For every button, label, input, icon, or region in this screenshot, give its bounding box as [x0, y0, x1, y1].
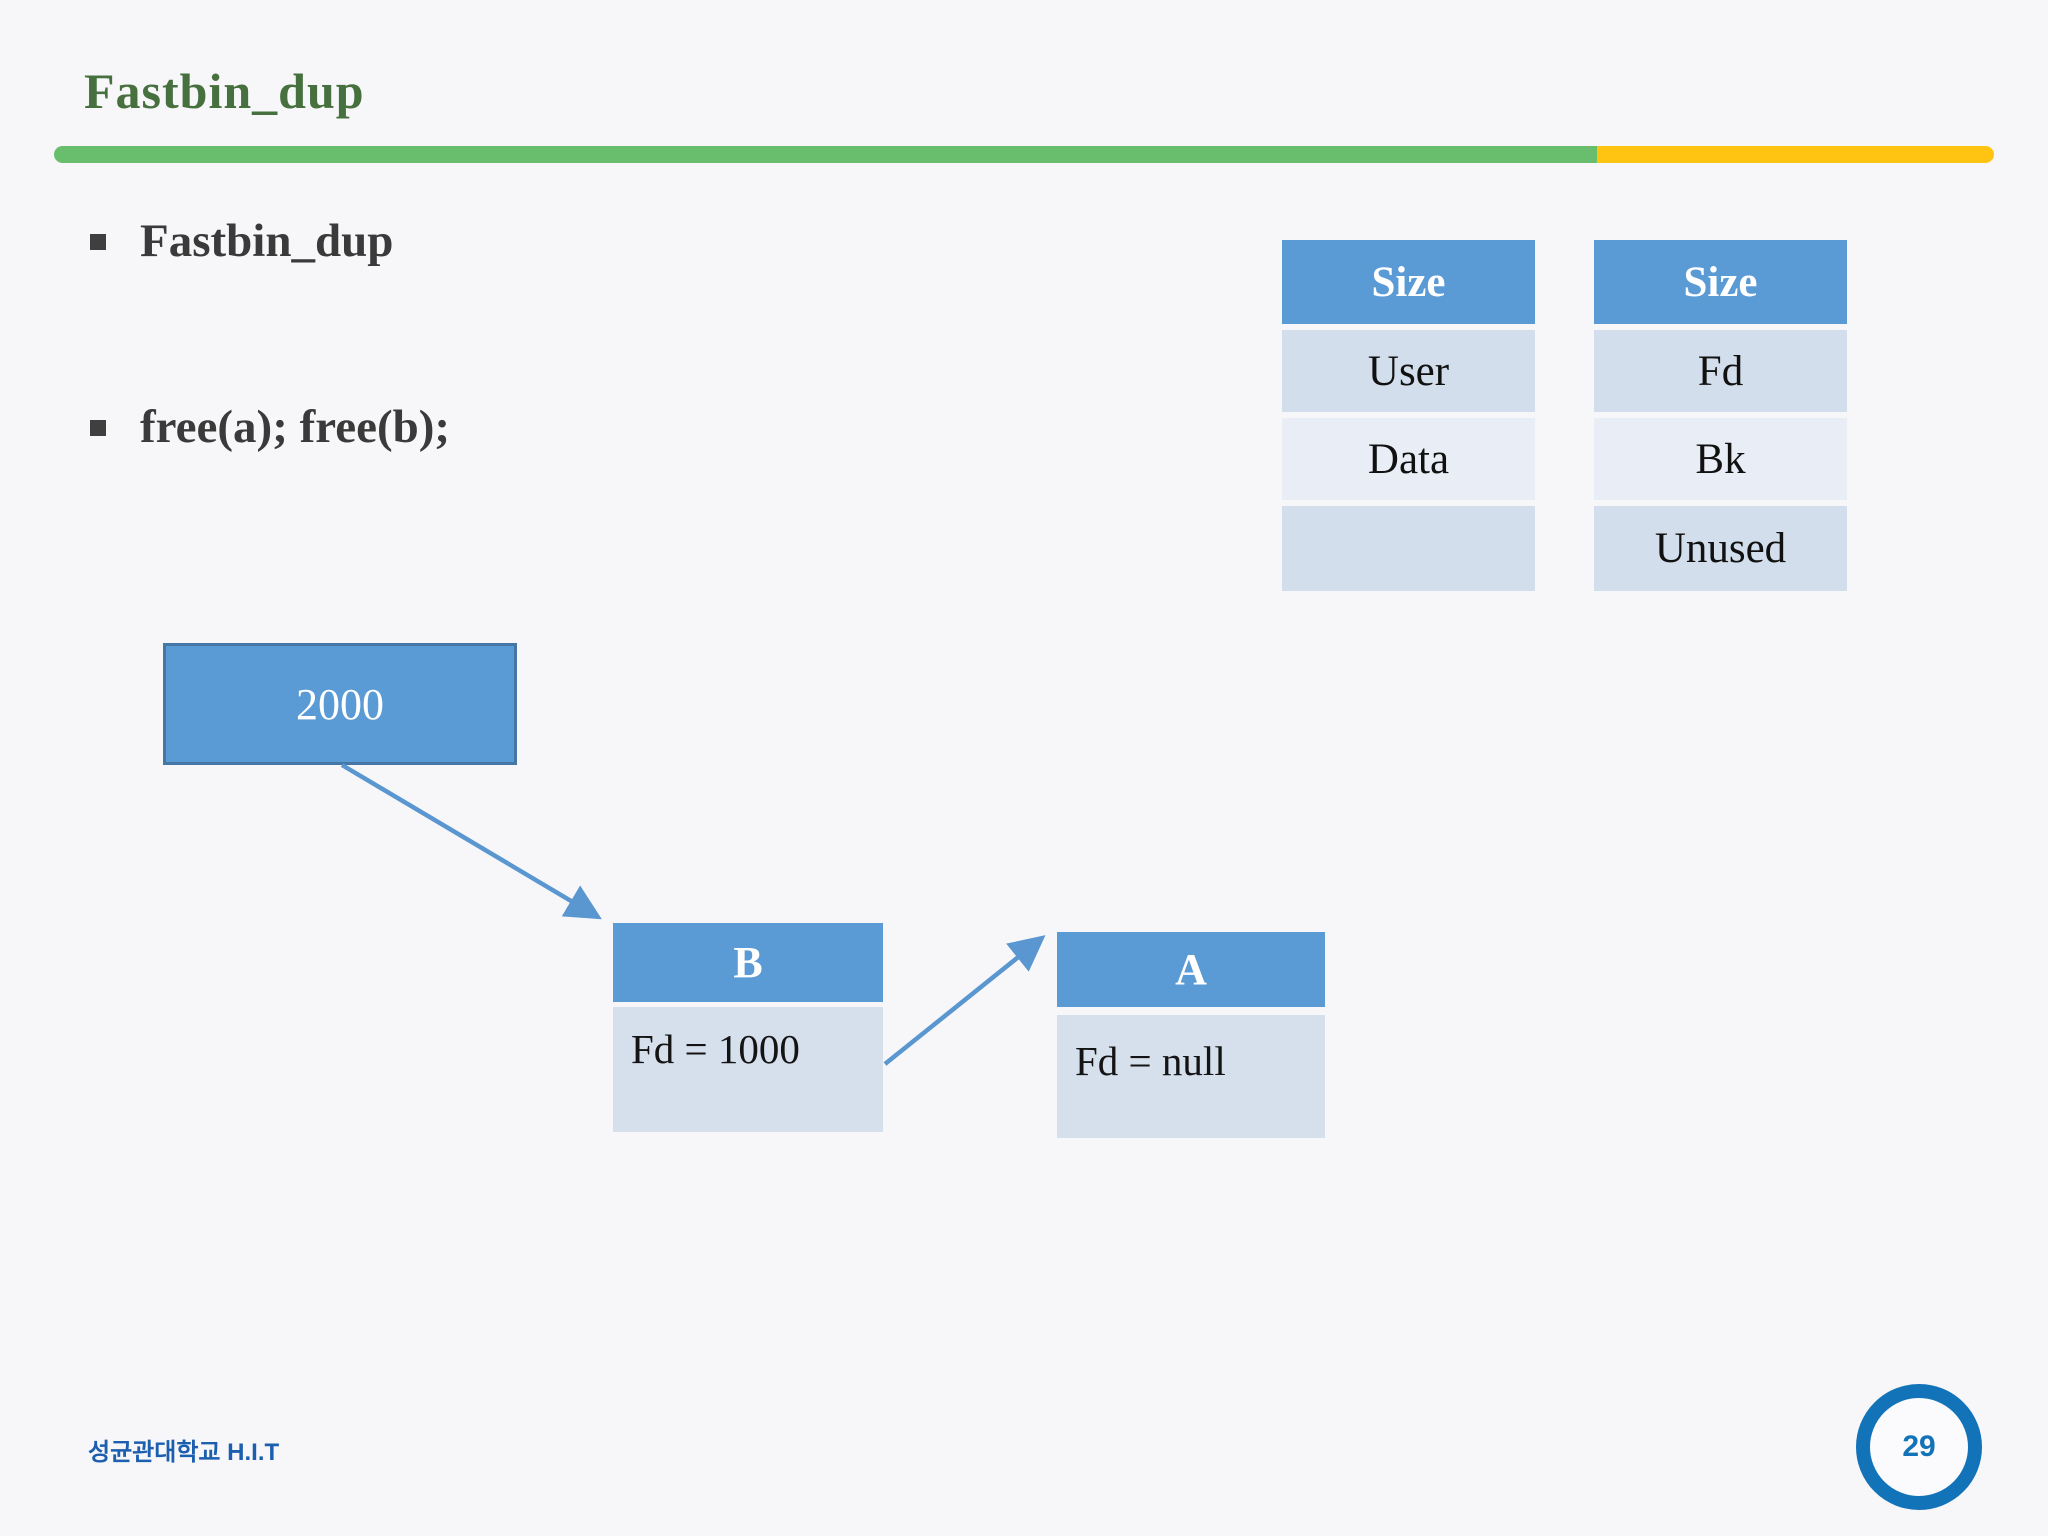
arrow-head-to-chunk-b	[340, 763, 602, 920]
underline-yellow-segment	[1597, 146, 1994, 163]
freed-chunk-table: Size Fd Bk Unused	[1594, 240, 1847, 597]
bullet-square-icon	[90, 420, 106, 436]
bullet-item-free-calls: free(a); free(b);	[90, 398, 450, 457]
fastbin-head-box: 2000	[163, 643, 517, 765]
chunk-b-box: B Fd = 1000	[613, 923, 883, 1132]
chunk-b-title: B	[613, 923, 883, 1002]
table-row-unused: Unused	[1594, 506, 1847, 591]
chunk-b-fd-value: Fd = 1000	[613, 1007, 883, 1132]
page-number-badge: 29	[1856, 1384, 1982, 1510]
table-header-size: Size	[1594, 240, 1847, 324]
footer-org-label: 성균관대학교 H.I.T	[88, 1439, 280, 1466]
bullet-square-icon	[90, 234, 106, 250]
chunk-a-title: A	[1057, 932, 1325, 1007]
table-row-bk: Bk	[1594, 418, 1847, 500]
bullet-item-fastbin-dup: Fastbin_dup	[90, 212, 393, 271]
arrow-chunk-b-to-chunk-a	[883, 935, 1046, 1066]
bullet-label: Fastbin_dup	[140, 215, 394, 267]
chunk-a-box: A Fd = null	[1057, 932, 1325, 1138]
table-row-data: Data	[1282, 418, 1535, 500]
title-underline	[54, 146, 1994, 163]
table-row-fd: Fd	[1594, 330, 1847, 412]
bullet-label: free(a); free(b);	[140, 401, 451, 453]
allocated-chunk-table: Size User Data	[1282, 240, 1535, 597]
table-row-user: User	[1282, 330, 1535, 412]
table-header-size: Size	[1282, 240, 1535, 324]
slide-title: Fastbin_dup	[84, 63, 365, 119]
underline-green-segment	[54, 146, 1597, 163]
chunk-a-fd-value: Fd = null	[1057, 1015, 1325, 1138]
table-row-empty	[1282, 506, 1535, 591]
page-number: 29	[1902, 1430, 1936, 1463]
